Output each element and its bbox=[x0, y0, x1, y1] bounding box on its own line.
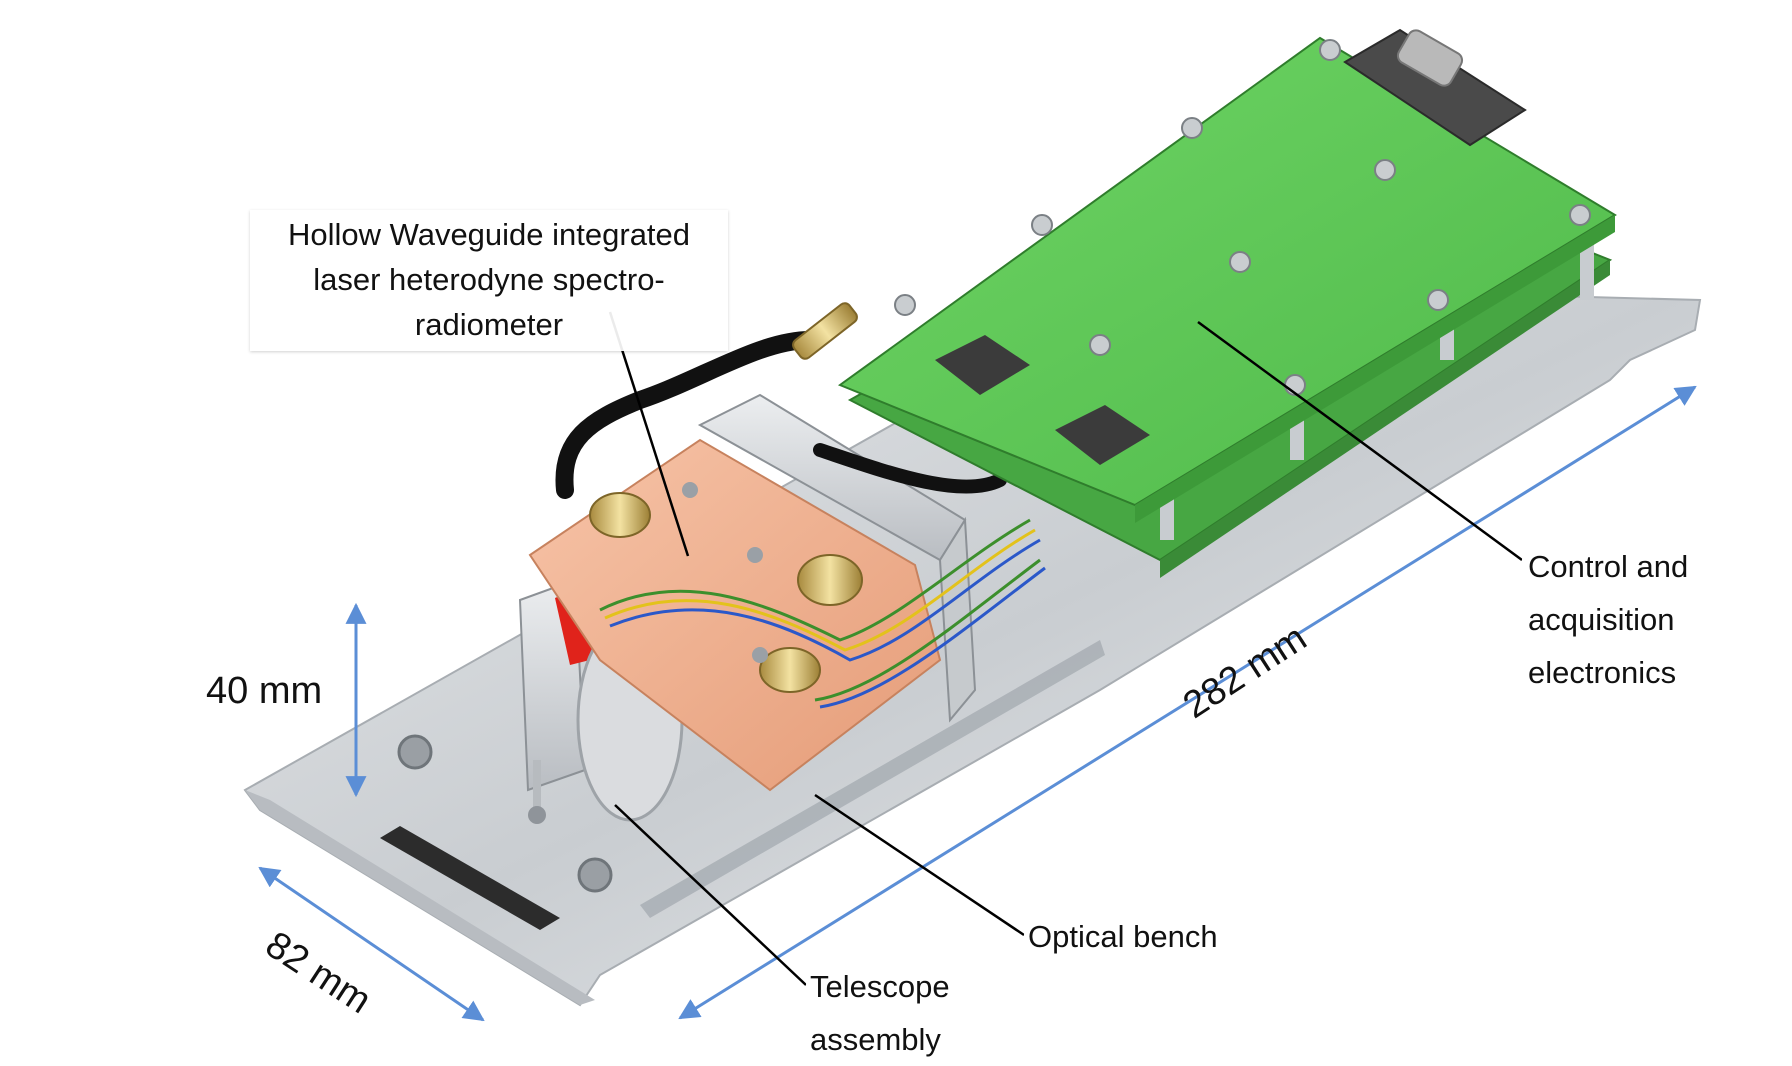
hollow-waveguide-label-line1: Hollow Waveguide integrated bbox=[287, 217, 691, 252]
telescope-leader bbox=[614, 804, 807, 986]
width-dimension-arrow bbox=[258, 866, 485, 1022]
control-leader bbox=[1197, 320, 1523, 562]
control-electronics-label: Control and acquisition electronics bbox=[1522, 540, 1695, 699]
control-label-line3: electronics bbox=[1528, 655, 1677, 690]
coax-connector bbox=[792, 302, 858, 360]
control-label-line2: acquisition bbox=[1528, 602, 1675, 637]
bench-leader bbox=[814, 793, 1025, 937]
optical-bench-label: Optical bench bbox=[1024, 917, 1222, 957]
dimension-arrows bbox=[258, 385, 1697, 1022]
hwg-leader bbox=[608, 311, 690, 557]
telescope-label-line2: assembly bbox=[810, 1022, 941, 1057]
hollow-waveguide-label-line3: radiometer bbox=[414, 307, 564, 342]
length-dimension-arrow bbox=[678, 385, 1697, 1020]
hollow-waveguide-label-line2: laser heterodyne spectro- bbox=[313, 262, 665, 297]
telescope-assembly-label: Telescope assembly bbox=[806, 960, 954, 1066]
hollow-waveguide-label: Hollow Waveguide integrated laser hetero… bbox=[250, 210, 728, 351]
control-label-line1: Control and bbox=[1528, 549, 1689, 584]
telescope-label-line1: Telescope bbox=[810, 969, 950, 1004]
leader-lines bbox=[608, 311, 1523, 986]
height-dimension-label: 40 mm bbox=[206, 670, 323, 712]
